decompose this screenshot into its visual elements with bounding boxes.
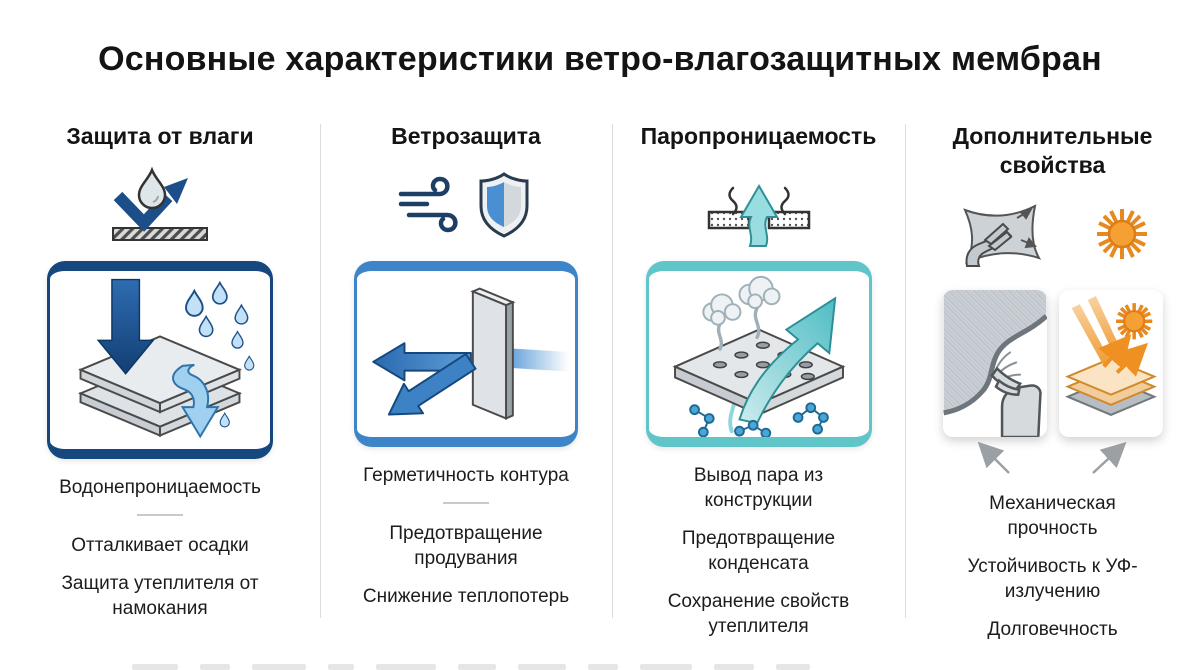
moisture-illustration-card (47, 260, 273, 459)
column-separator (612, 124, 613, 618)
feature-item: Сохранение свойств утеплителя (667, 591, 850, 638)
vapor-illustration (672, 275, 845, 437)
uv-resistance-card (1058, 289, 1163, 437)
pointer-arrows (977, 441, 1126, 474)
feature-list: Вывод пара из конструкции Предотвращение… (649, 463, 869, 652)
page-title: Основные характеристики ветро-влагозащит… (98, 40, 1102, 78)
vapor-illustration-card (645, 260, 872, 447)
feature-item: Устойчивость к УФ-излучению (967, 555, 1138, 602)
column-heading: Паропроницаемость (640, 123, 877, 149)
feature-item: Долговечность (987, 618, 1118, 640)
feature-list: Водонепроницаемость Отталкивает осадки З… (35, 475, 285, 634)
feature-item: Защита утеплителя от намокания (61, 572, 259, 619)
wind-illustration-card (354, 260, 578, 447)
column-heading: Защита от влаги (66, 123, 254, 149)
feature-divider (137, 513, 183, 516)
shield-icon (479, 171, 529, 238)
up-left-arrow-icon (977, 441, 1010, 474)
mechanical-strength-card (942, 289, 1047, 437)
feature-item: Предотвращение конденсата (681, 527, 836, 574)
moisture-illustration (78, 278, 255, 439)
feature-item: Снижение теплопотерь (362, 585, 570, 607)
fabric-stretch-icon (962, 203, 1041, 267)
wind-icon (398, 176, 458, 233)
feature-item: Вывод пара из конструкции (693, 464, 824, 511)
column-wind-protection: Ветрозащита (320, 122, 612, 655)
feature-list: Герметичность контура Предотвращение про… (346, 463, 586, 622)
column-heading: Ветрозащита (391, 123, 541, 149)
icon-row (104, 159, 216, 251)
column-moisture-protection: Защита от влаги (0, 122, 320, 655)
column-vapor-permeability: Паропроницаемость (612, 122, 905, 655)
column-separator (320, 124, 321, 618)
feature-item: Предотвращение продувания (389, 522, 543, 569)
cropped-footer-artifact (132, 664, 810, 670)
droplet-bounce-icon (112, 166, 208, 241)
wind-shield-icons (398, 171, 529, 238)
feature-item: Герметичность контура (363, 464, 569, 486)
sun-icon (1096, 208, 1147, 259)
feature-item: Механическая прочность (989, 492, 1116, 539)
fabric-pull-illustration (942, 289, 1047, 437)
column-heading: Дополнительные свойства (952, 123, 1153, 178)
feature-divider (443, 501, 489, 504)
up-right-arrow-icon (1091, 441, 1126, 474)
wind-illustration (372, 287, 569, 420)
column-separator (905, 124, 906, 618)
icon-row (397, 159, 535, 251)
icon-row (703, 159, 815, 251)
column-additional-properties: Дополнительные свойства (905, 122, 1200, 655)
feature-item: Водонепроницаемость (59, 476, 261, 498)
vapor-arrow-icon (707, 183, 810, 247)
feature-list: Механическая прочность Устойчивость к УФ… (948, 491, 1158, 655)
feature-item: Отталкивает осадки (71, 534, 249, 556)
uv-reflect-illustration (1064, 295, 1157, 416)
mini-cards (942, 289, 1163, 437)
icon-row (955, 188, 1151, 280)
columns-container: Защита от влаги (0, 122, 1200, 655)
